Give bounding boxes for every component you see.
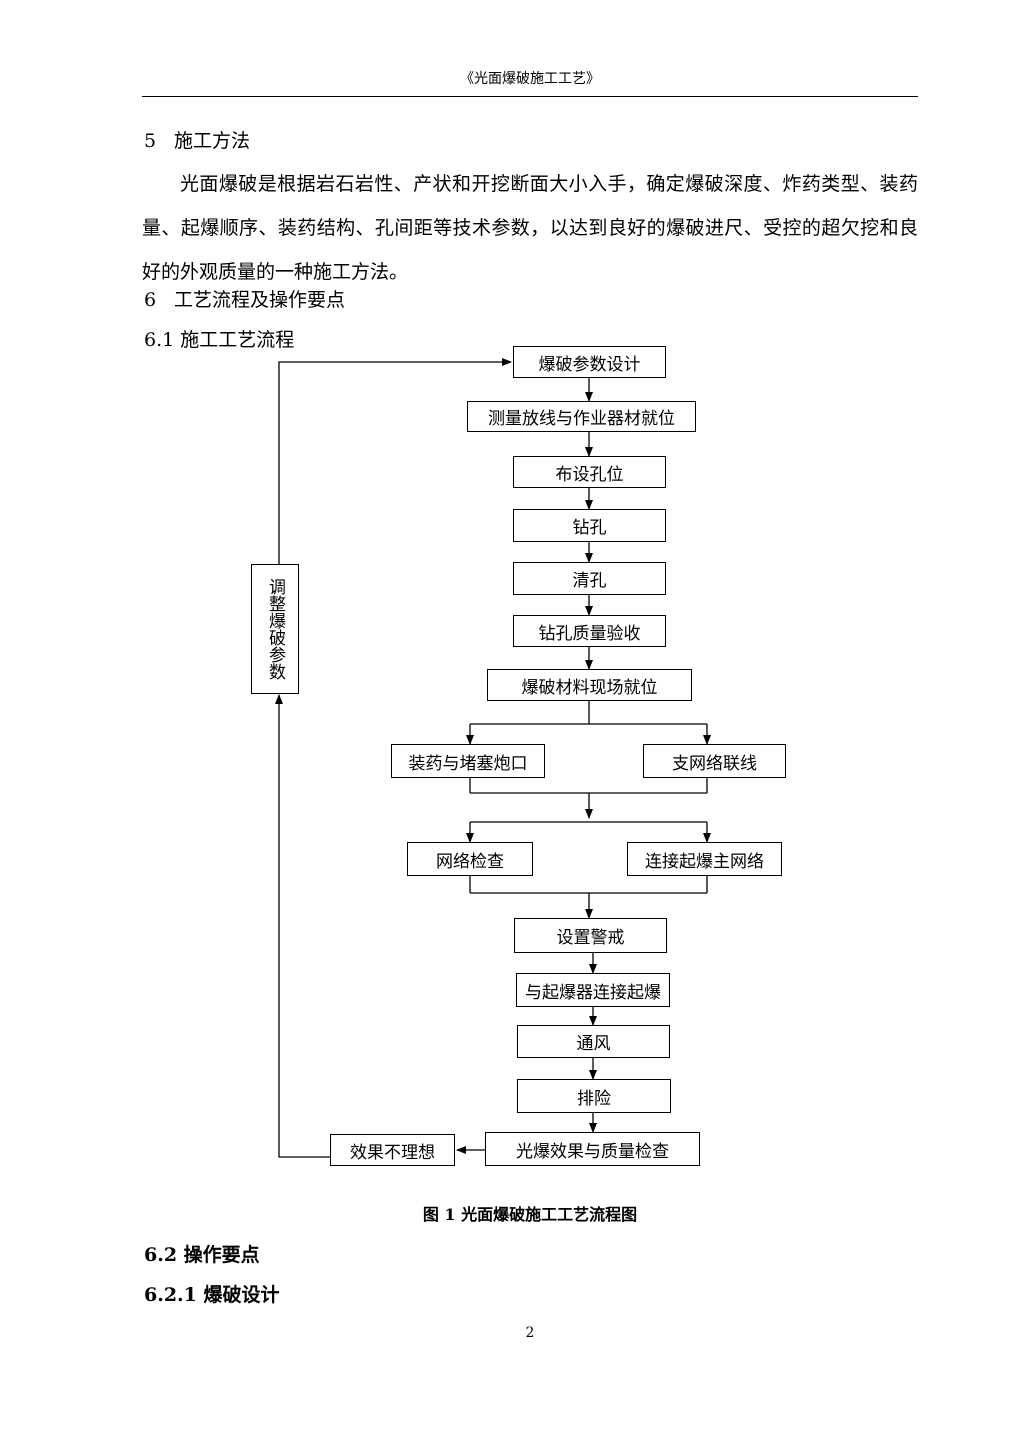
flowchart-connectors (275, 358, 711, 1158)
section-6-heading: 6 工艺流程及操作要点 (144, 288, 345, 312)
flow-box-charge: 装药与堵塞炮口 (391, 744, 545, 778)
flow-box-clear: 排险 (517, 1079, 671, 1113)
arrow-bad-adjust (275, 694, 330, 1158)
running-header: 《光面爆破施工工艺》 (142, 68, 918, 97)
flow-box-bad: 效果不理想 (330, 1134, 455, 1166)
flow-box-mainnet: 连接起爆主网络 (627, 842, 782, 876)
section-5-paragraph: 光面爆破是根据岩石岩性、产状和开挖断面大小入手，确定爆破深度、炸药类型、装药量、… (142, 173, 918, 283)
flow-box-vent: 通风 (517, 1025, 670, 1058)
flow-box-detonate: 与起爆器连接起爆 (516, 973, 670, 1007)
flow-box-design: 爆破参数设计 (513, 346, 666, 378)
flow-box-drill: 钻孔 (513, 509, 666, 542)
section-5-heading: 5 施工方法 (144, 129, 250, 153)
flow-box-survey: 测量放线与作业器材就位 (467, 401, 696, 432)
section-6-2-heading: 6.2 操作要点 (144, 1244, 260, 1266)
section-5-number: 5 (144, 130, 157, 152)
section-5-title: 施工方法 (174, 130, 251, 152)
flow-box-netcheck: 网络检查 (407, 842, 533, 876)
arrow-adjust-design (278, 358, 512, 564)
figure-caption: 图 1 光面爆破施工工艺流程图 (422, 1205, 638, 1224)
flow-box-warn: 设置警戒 (514, 918, 667, 953)
flow-box-inspect: 钻孔质量验收 (513, 615, 666, 647)
section-6-1-heading: 6.1 施工工艺流程 (144, 329, 295, 351)
page-number: 2 (525, 1325, 535, 1341)
flow-box-adjust: 调整爆破参数 (251, 564, 299, 694)
flow-box-layout: 布设孔位 (513, 456, 666, 488)
section-6-number: 6 (144, 289, 157, 311)
flow-box-clean: 清孔 (513, 562, 666, 595)
flow-box-quality: 光爆效果与质量检查 (485, 1132, 700, 1166)
flow-box-material: 爆破材料现场就位 (487, 669, 692, 701)
section-6-2-1-heading: 6.2.1 爆破设计 (144, 1284, 280, 1306)
section-6-title: 工艺流程及操作要点 (174, 289, 346, 311)
flow-box-branch: 支网络联线 (643, 744, 786, 778)
